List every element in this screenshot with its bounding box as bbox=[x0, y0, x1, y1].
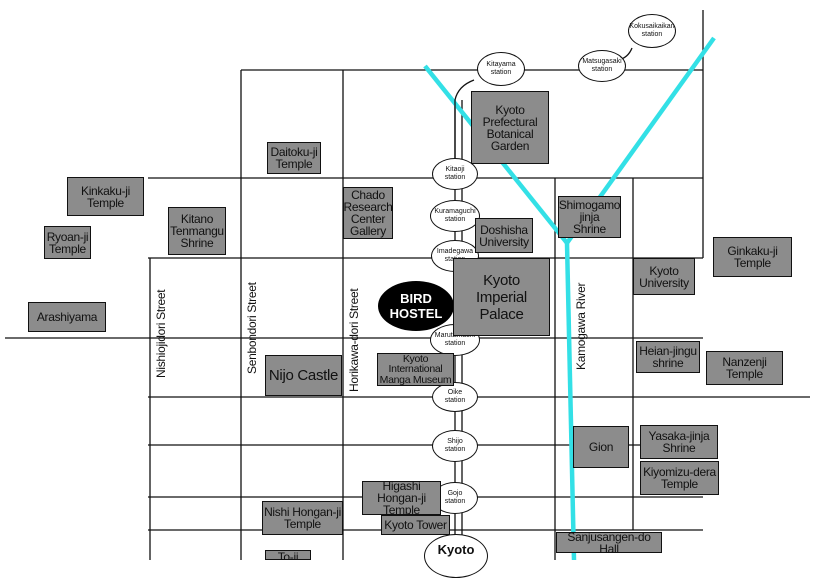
place-ryoanji[interactable]: Ryoan-ji Temple bbox=[44, 226, 91, 259]
place-nanzenji[interactable]: Nanzenji Temple bbox=[706, 351, 783, 385]
station-kitayama: Kitayama station bbox=[477, 52, 525, 86]
place-shimogamo[interactable]: Shimogamo jinja Shrine bbox=[558, 196, 621, 238]
place-chado-gallery[interactable]: Chado Research Center Gallery bbox=[343, 187, 393, 239]
place-nishi-hongan-ji[interactable]: Nishi Hongan-ji Temple bbox=[262, 501, 343, 535]
kitayama-connector bbox=[454, 79, 475, 160]
place-ginkakuji[interactable]: Ginkaku-ji Temple bbox=[713, 237, 792, 277]
station-kokusaikaikan: Kokusaikaikan station bbox=[628, 14, 676, 48]
place-kitano-tenmangu[interactable]: Kitano Tenmangu Shrine bbox=[168, 207, 226, 255]
street-label-senbondori: Senbondori Street bbox=[245, 282, 259, 374]
place-imperial-palace[interactable]: Kyoto Imperial Palace bbox=[453, 258, 550, 336]
street-label-kamogawa: Kamogawa River bbox=[574, 282, 588, 370]
station-shijo: Shijo station bbox=[432, 430, 478, 462]
place-yasaka-jinja[interactable]: Yasaka-jinja Shrine bbox=[640, 425, 718, 459]
place-sanjusangen-do[interactable]: Sanjusangen-do Hall bbox=[556, 531, 662, 555]
place-kinkakuji[interactable]: Kinkaku-ji Temple bbox=[67, 177, 144, 216]
subway-line-south bbox=[564, 242, 577, 560]
station-oike: Oike station bbox=[432, 382, 478, 412]
place-daitokuji[interactable]: Daitoku-ji Temple bbox=[267, 142, 321, 174]
place-botanical-garden[interactable]: Kyoto Prefectural Botanical Garden bbox=[471, 91, 549, 164]
place-kiyomizu-dera[interactable]: Kiyomizu-dera Temple bbox=[640, 461, 719, 495]
place-kyoto-tower[interactable]: Kyoto Tower bbox=[381, 515, 450, 535]
station-kuramaguchi: Kuramaguchi station bbox=[430, 200, 480, 232]
place-manga-museum[interactable]: Kyoto International Manga Museum bbox=[377, 353, 454, 386]
place-higashi-hongan-ji[interactable]: Higashi Hongan-ji Temple bbox=[362, 480, 441, 516]
place-toji[interactable]: To-ji bbox=[265, 550, 311, 560]
street-label-nishiojidori: Nishiojidori Street bbox=[154, 289, 168, 378]
place-arashiyama[interactable]: Arashiyama bbox=[28, 302, 106, 332]
place-kyoto-university[interactable]: Kyoto University bbox=[633, 258, 695, 295]
place-doshisha[interactable]: Doshisha University bbox=[475, 218, 533, 253]
place-heian-jingu[interactable]: Heian-jingu shrine bbox=[636, 341, 700, 373]
place-gion[interactable]: Gion bbox=[573, 426, 629, 468]
bird-hostel-marker[interactable]: BIRD HOSTEL bbox=[378, 281, 454, 331]
street-label-horikawadori: Horikawa-dori Street bbox=[347, 288, 361, 392]
place-nijo-castle[interactable]: Nijo Castle bbox=[265, 355, 342, 396]
station-matsugasaki: Matsugasaki station bbox=[578, 50, 626, 82]
station-kyoto: Kyoto bbox=[424, 534, 488, 578]
station-kitaoji: Kitaoji station bbox=[432, 158, 478, 190]
